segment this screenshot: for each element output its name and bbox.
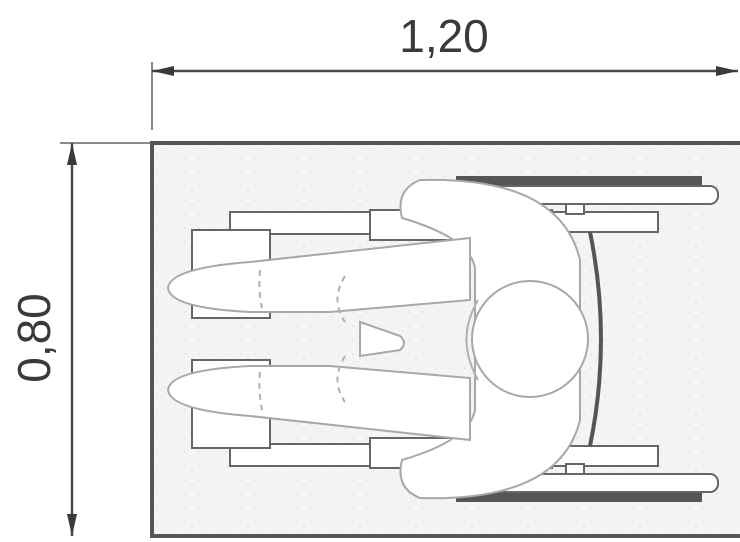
width-dimension-arrow-left	[152, 66, 174, 76]
head-outline-arc	[465, 299, 479, 381]
height-dimension: 0,80	[8, 142, 150, 536]
knee-mark-bottom	[258, 371, 263, 411]
area-frame	[150, 141, 740, 538]
height-label: 0,80	[8, 293, 60, 383]
thigh-mark-bottom	[336, 355, 346, 403]
frame-top-small	[565, 203, 585, 215]
width-label: 1,20	[399, 10, 489, 62]
person-legs-top	[166, 236, 471, 313]
thigh-mark-top	[336, 275, 346, 323]
height-dimension-arrow-top	[67, 143, 77, 165]
width-dimension: 1,20	[151, 10, 738, 130]
backrest	[588, 231, 603, 447]
person-hands	[359, 320, 405, 358]
height-dimension-arrow-bottom	[67, 514, 77, 536]
seated-person	[166, 178, 589, 500]
wheel-bottom-tire	[456, 492, 702, 502]
person-head	[471, 280, 589, 398]
knee-mark-top	[258, 269, 263, 309]
legrest-bottom	[229, 443, 371, 467]
person-legs-bottom	[166, 365, 471, 442]
frame-bottom-small	[565, 463, 585, 475]
legrest-top	[229, 211, 371, 235]
width-dimension-arrow-right	[716, 66, 738, 76]
wheel-top-tire	[456, 176, 702, 186]
